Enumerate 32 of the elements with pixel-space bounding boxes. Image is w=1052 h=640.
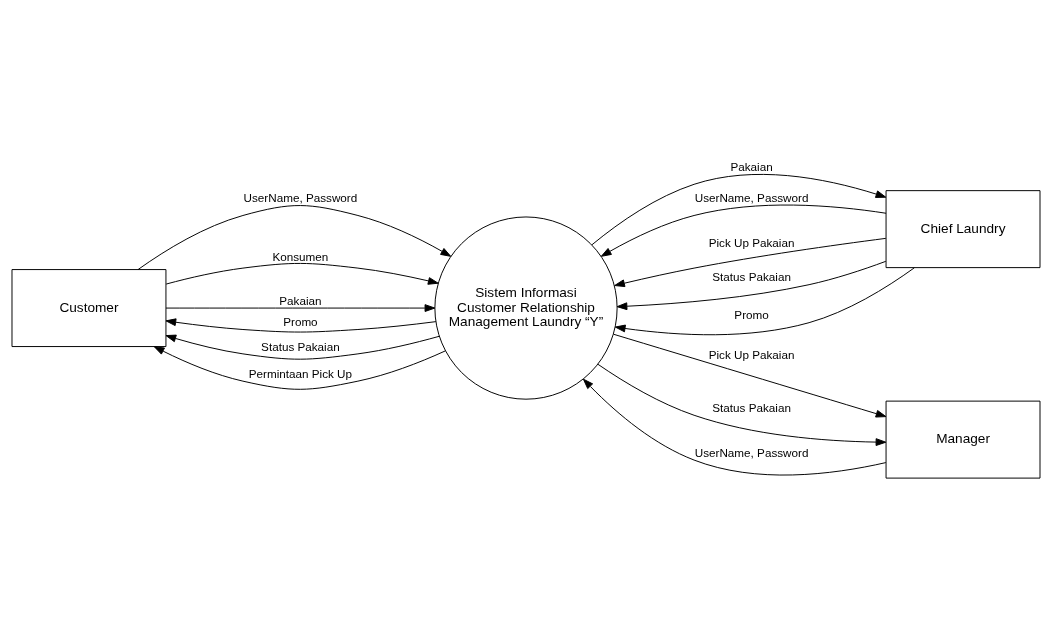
- arrow: [153, 346, 446, 390]
- edge-label: Status Pakaian: [712, 400, 791, 414]
- arrow: [616, 260, 887, 311]
- arrow: [614, 237, 887, 288]
- edge-label: Status Pakaian: [261, 339, 340, 353]
- edge-label: Status Pakaian: [712, 270, 791, 284]
- edge-label: Pakaian: [730, 160, 773, 174]
- edge-label: UserName, Password: [694, 445, 809, 459]
- edge-label: Promo: [283, 315, 318, 329]
- edge-label: Pick Up Pakaian: [708, 348, 795, 362]
- arrow: [597, 363, 887, 446]
- arrow: [165, 318, 437, 333]
- arrow: [137, 205, 452, 271]
- edge-label: Permintaan Pick Up: [248, 366, 353, 380]
- edge-label: Konsumen: [272, 249, 329, 263]
- edge-label: Promo: [734, 308, 769, 322]
- arrow: [614, 267, 915, 336]
- node-box: Manager: [885, 400, 1041, 479]
- arrow: [582, 378, 887, 476]
- node-box: Chief Laundry: [885, 190, 1041, 269]
- arrow: [612, 333, 887, 418]
- node-circle: Sistem Informasi Customer Relationship Management Laundry “Y”: [434, 216, 618, 400]
- node-box: Customer: [11, 269, 167, 348]
- arrow: [165, 334, 440, 360]
- arrow: [591, 173, 887, 246]
- edge-label: UserName, Password: [694, 191, 809, 205]
- edge-label: UserName, Password: [243, 191, 358, 205]
- arrow: [165, 262, 439, 285]
- arrow: [600, 204, 887, 257]
- edge-label: Pakaian: [279, 293, 322, 307]
- edge-label: Pick Up Pakaian: [708, 236, 795, 250]
- arrow: [165, 304, 436, 312]
